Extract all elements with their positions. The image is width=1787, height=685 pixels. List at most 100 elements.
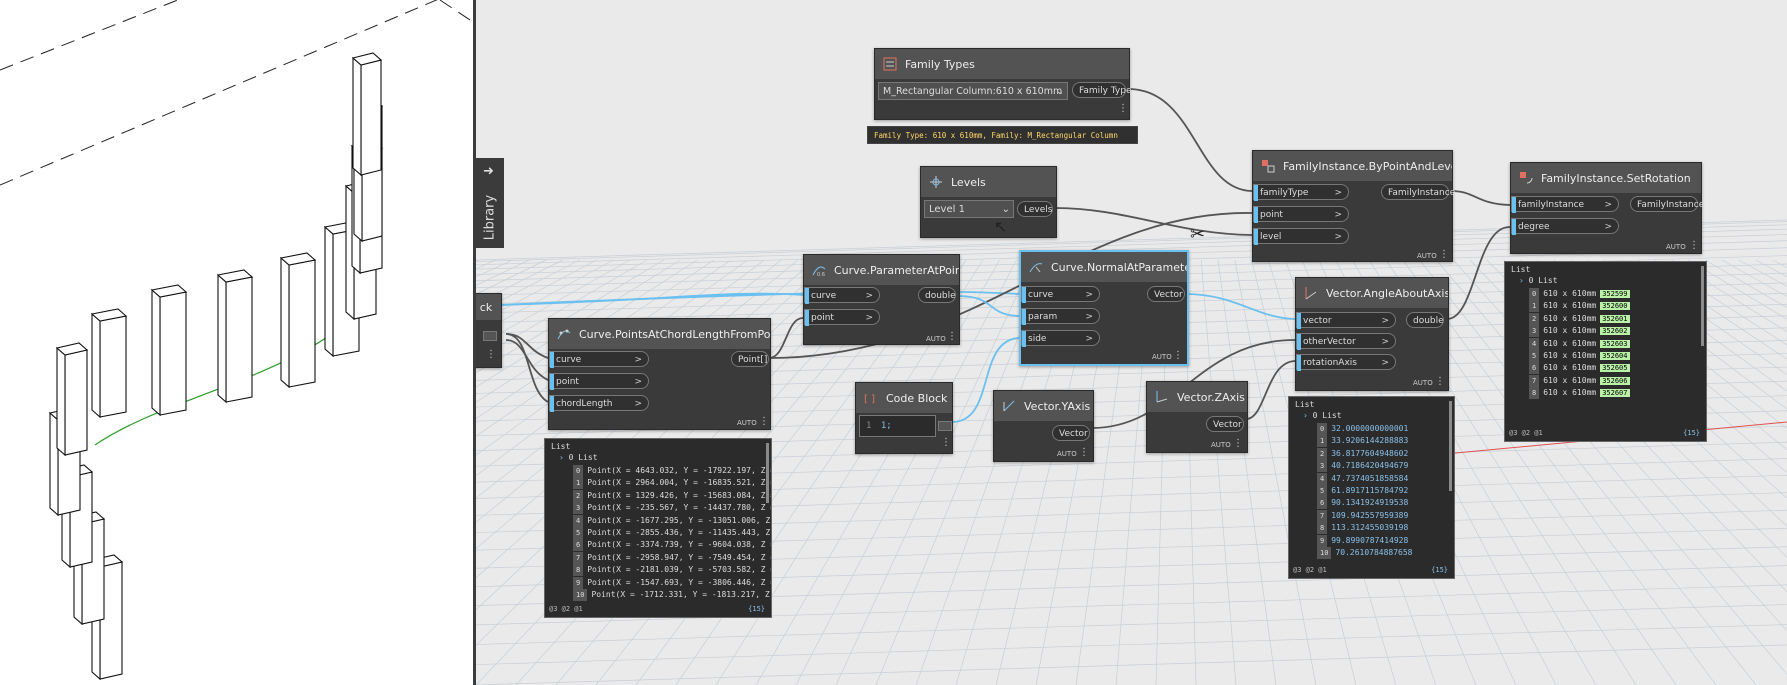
element-id-link[interactable]: 352602: [1600, 327, 1630, 336]
revit-3d-viewport[interactable]: [0, 0, 473, 685]
scrollbar[interactable]: [1449, 401, 1452, 491]
output-vector[interactable]: Vector: [1206, 416, 1244, 432]
watch-sublist[interactable]: › 0 List: [559, 453, 598, 462]
node-vector-angle-about-axis[interactable]: Vector.AngleAboutAxis vector> otherVecto…: [1295, 277, 1449, 391]
node-points-at-chord-length[interactable]: Curve.PointsAtChordLengthFromPoint curve…: [548, 318, 771, 430]
node-menu-icon[interactable]: ⋮: [941, 437, 951, 448]
curve-points-icon: [557, 327, 571, 341]
lacing-auto[interactable]: AUTO: [926, 335, 946, 343]
lacing-auto[interactable]: AUTO: [1211, 441, 1231, 449]
input-point[interactable]: point>: [549, 373, 649, 390]
input-other-vector[interactable]: otherVector>: [1296, 333, 1396, 350]
node-block-partial[interactable]: ck ⋮: [476, 293, 502, 368]
family-type-dropdown[interactable]: M_Rectangular Column:610 x 610mm ⌄: [878, 82, 1068, 100]
node-menu-icon[interactable]: ⋮: [759, 416, 769, 427]
node-title: FamilyInstance.SetRotation: [1541, 171, 1691, 185]
list-index: 6: [573, 539, 584, 552]
output-vector[interactable]: Vector: [1052, 425, 1090, 441]
input-family-instance[interactable]: familyInstance>: [1511, 196, 1619, 213]
output-family-type[interactable]: Family Type: [1072, 82, 1132, 98]
input-curve[interactable]: curve>: [549, 351, 649, 368]
lacing-auto[interactable]: AUTO: [1666, 243, 1686, 251]
node-menu-icon[interactable]: ⋮: [1173, 350, 1183, 361]
node-family-instance-by-point-and-level[interactable]: FamilyInstance.ByPointAndLevel familyTyp…: [1252, 150, 1455, 262]
node-vector-zaxis[interactable]: Vector.ZAxis Vector AUTO ⋮: [1146, 381, 1248, 453]
node-menu-icon[interactable]: ⋮: [947, 331, 957, 342]
input-family-type[interactable]: familyType>: [1253, 184, 1349, 201]
list-levels: @3 @2 @1: [1293, 566, 1327, 574]
library-tab[interactable]: ➜ Library: [476, 158, 504, 248]
element-id-link[interactable]: 352599: [1600, 290, 1630, 298]
node-vector-yaxis[interactable]: Vector.YAxis Vector AUTO ⋮: [993, 390, 1094, 462]
input-vector[interactable]: vector>: [1296, 312, 1396, 329]
scissors-icon[interactable]: ✂: [1190, 224, 1206, 245]
level-dropdown[interactable]: Level 1 ⌄: [924, 200, 1014, 218]
input-curve[interactable]: curve>: [1021, 286, 1100, 303]
lacing-auto[interactable]: AUTO: [1417, 252, 1437, 260]
lacing-auto[interactable]: AUTO: [1057, 450, 1077, 458]
output-port[interactable]: [483, 331, 497, 341]
element-id-link[interactable]: 352607: [1600, 389, 1630, 398]
input-point[interactable]: point>: [1253, 206, 1349, 223]
element-id-link[interactable]: 352600: [1600, 302, 1630, 311]
node-menu-icon[interactable]: ⋮: [1079, 447, 1089, 458]
lacing-auto[interactable]: AUTO: [1152, 353, 1172, 361]
dynamo-canvas[interactable]: ➜ Library ck ⋮ Family Types M_Rectangula…: [476, 0, 1787, 685]
node-menu-icon[interactable]: ⋮: [1439, 249, 1449, 260]
element-id-link[interactable]: 352606: [1600, 376, 1630, 385]
node-levels[interactable]: Levels Level 1 ⌄ Levels ↖: [920, 166, 1057, 238]
input-chord-length[interactable]: chordLength>: [549, 395, 649, 412]
node-family-instance-set-rotation[interactable]: FamilyInstance.SetRotation familyInstanc…: [1510, 162, 1704, 254]
output-family-instance[interactable]: FamilyInstance: [1630, 196, 1704, 212]
output-family-instance[interactable]: FamilyInstance: [1381, 184, 1455, 200]
output-vector[interactable]: Vector: [1147, 286, 1185, 302]
list-index: 3: [1317, 460, 1328, 473]
node-family-types[interactable]: Family Types M_Rectangular Column:610 x …: [874, 48, 1132, 120]
node-menu-icon[interactable]: ⋮: [1118, 103, 1128, 114]
node-code-block[interactable]: [ ]Code Block 1 1; ⋮: [855, 382, 953, 454]
lacing-auto[interactable]: AUTO: [1413, 379, 1433, 387]
input-side[interactable]: side>: [1021, 330, 1100, 347]
scrollbar[interactable]: [766, 443, 769, 503]
watch-sublist[interactable]: › 0 List: [1519, 276, 1558, 285]
input-curve[interactable]: curve>: [804, 287, 880, 304]
node-menu-icon[interactable]: ⋮: [1233, 438, 1243, 449]
input-param[interactable]: param>: [1021, 308, 1100, 325]
output-port[interactable]: [938, 421, 952, 431]
output-points[interactable]: Point[]: [731, 351, 769, 367]
list-value: 610 x 610mm: [1543, 351, 1597, 360]
watch-sublist[interactable]: › 0 List: [1303, 411, 1342, 420]
node-menu-icon[interactable]: ⋮: [1689, 240, 1699, 251]
input-point[interactable]: point>: [804, 309, 880, 326]
output-double[interactable]: double: [1406, 312, 1444, 328]
scrollbar[interactable]: [1701, 266, 1704, 346]
node-normal-at-parameter[interactable]: Curve.NormalAtParameter curve> param> si…: [1019, 250, 1189, 366]
list-index: 2: [1317, 447, 1328, 460]
code-editor[interactable]: 1 1;: [859, 415, 936, 437]
node-menu-icon[interactable]: ⋮: [486, 349, 496, 360]
lacing-auto[interactable]: AUTO: [737, 419, 757, 427]
output-levels[interactable]: Levels: [1017, 201, 1053, 217]
input-rotation-axis[interactable]: rotationAxis>: [1296, 354, 1396, 371]
input-degree[interactable]: degree>: [1511, 218, 1619, 235]
element-id-link[interactable]: 352605: [1600, 364, 1630, 373]
output-double[interactable]: double: [918, 287, 956, 303]
input-level[interactable]: level>: [1253, 228, 1349, 245]
element-id-link[interactable]: 352601: [1600, 314, 1630, 323]
viewport-splitter[interactable]: [473, 0, 476, 685]
element-id-link[interactable]: 352604: [1600, 352, 1630, 360]
element-id-link[interactable]: 352603: [1600, 339, 1630, 348]
node-menu-icon[interactable]: ⋮: [1435, 376, 1445, 387]
